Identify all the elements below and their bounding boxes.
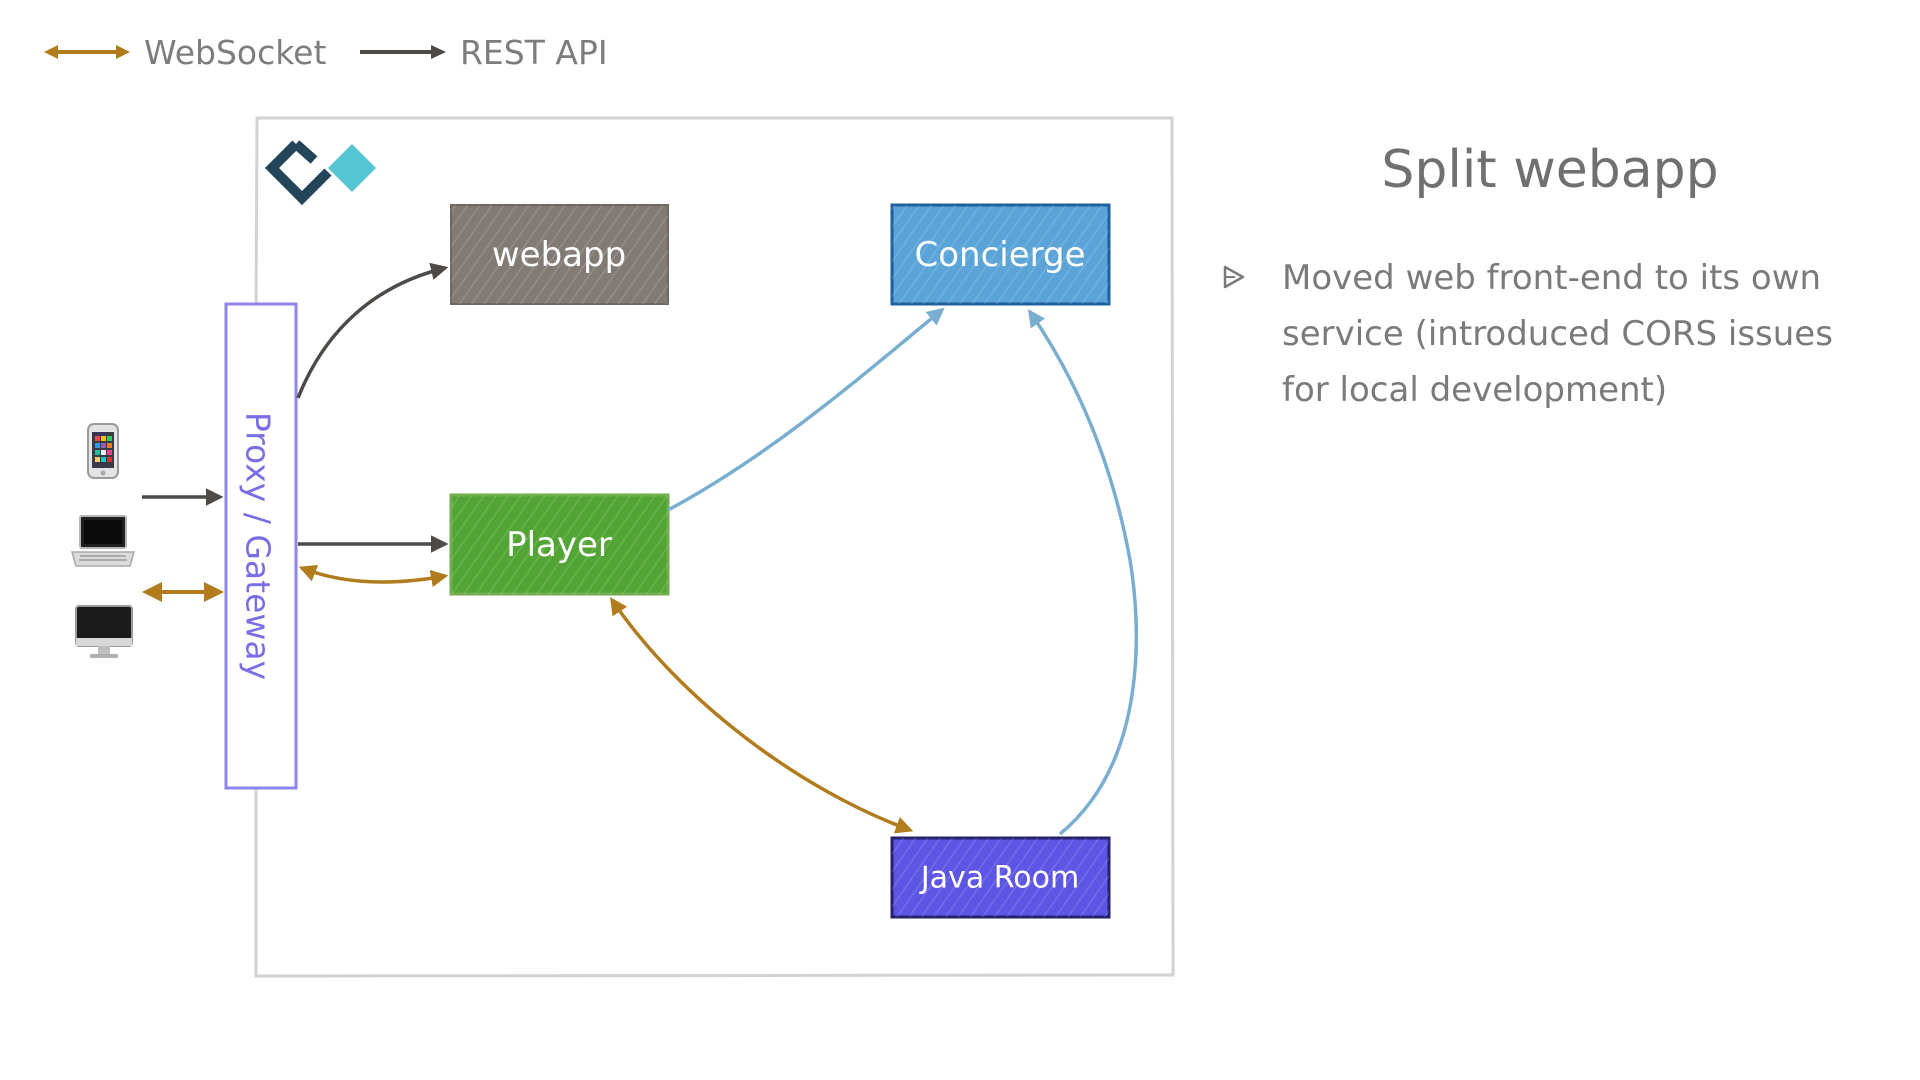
edge-proxy-webapp <box>296 262 449 399</box>
node-java-room: Java Room <box>890 836 1111 919</box>
node-player: Player <box>449 493 670 596</box>
double-arrow-icon <box>44 45 130 59</box>
node-webapp: webapp <box>450 204 669 305</box>
edge-player-concierge <box>667 307 945 512</box>
node-java-room-label: Java Room <box>919 861 1079 896</box>
slide-title: Split webapp <box>1381 140 1719 200</box>
node-concierge: Concierge <box>890 203 1111 306</box>
edge-player-javaroom <box>610 597 914 834</box>
node-concierge-label: Concierge <box>914 235 1085 275</box>
desktop-icon <box>75 605 133 658</box>
edge-proxy-player-websocket <box>298 565 449 588</box>
bullet-list: Moved web front-end to its own service (… <box>1222 250 1862 418</box>
proxy-gateway: Proxy / Gateway <box>224 302 298 790</box>
platform-logo <box>264 140 376 206</box>
phone-icon <box>87 423 119 479</box>
legend-websocket: WebSocket <box>44 22 326 82</box>
proxy-gateway-label: Proxy / Gateway <box>239 412 278 680</box>
bullet-item: Moved web front-end to its own service (… <box>1282 258 1833 410</box>
arrow-right-icon <box>360 45 446 59</box>
laptop-icon <box>71 515 135 567</box>
node-webapp-label: webapp <box>492 235 626 275</box>
edge-javaroom-concierge <box>1028 309 1139 836</box>
legend-rest: REST API <box>360 22 608 82</box>
container-frame <box>254 116 1175 978</box>
bullet-arrow-icon <box>1222 250 1256 294</box>
node-player-label: Player <box>506 525 612 565</box>
legend-rest-label: REST API <box>460 32 608 72</box>
legend-websocket-label: WebSocket <box>144 32 327 72</box>
